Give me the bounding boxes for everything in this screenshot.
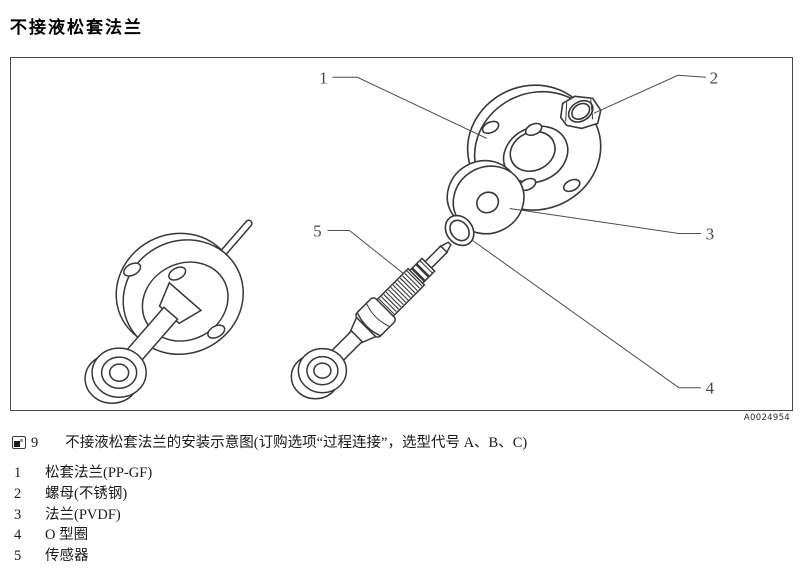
sensor-drawing: [290, 241, 452, 400]
legend-item: 3 法兰(PVDF): [14, 505, 152, 526]
figure-icon: [12, 436, 26, 449]
callout-5: 5: [313, 222, 322, 241]
figure-number: 9: [31, 435, 39, 451]
callout-2: 2: [710, 68, 719, 87]
figure-frame: 1 2 3 4 5: [10, 57, 793, 411]
legend-item-number: 3: [14, 506, 22, 523]
figure-code: A0024954: [743, 413, 790, 423]
figure-caption: 9 不接液松套法兰的安装示意图(订购选项“过程连接”，选型代号 A、B、C): [12, 433, 527, 453]
page-title: 不接液松套法兰: [10, 18, 143, 37]
technical-drawing: 1 2 3 4 5: [84, 68, 719, 404]
legend-item: 4 O 型圈: [14, 525, 152, 546]
assembled-sensor-drawing: [84, 219, 253, 404]
legend-item-label: O 型圈: [45, 527, 89, 544]
o-ring-drawing: [444, 214, 475, 247]
legend-item: 2 螺母(不锈钢): [14, 484, 152, 505]
legend-item-number: 5: [14, 548, 22, 565]
figure-caption-text: 不接液松套法兰的安装示意图(订购选项“过程连接”，选型代号 A、B、C): [65, 435, 528, 451]
legend-item: 5 传感器: [14, 546, 152, 567]
callout-4: 4: [706, 379, 715, 398]
legend-item-label: 松套法兰(PP-GF): [45, 465, 153, 481]
legend-item-label: 传感器: [45, 548, 89, 565]
legend-item-number: 4: [14, 527, 22, 544]
callout-3: 3: [706, 225, 715, 244]
nut-drawing: [559, 95, 602, 130]
legend-item-label: 螺母(不锈钢): [45, 485, 128, 502]
legend-list: 1 松套法兰(PP-GF) 2 螺母(不锈钢) 3 法兰(PVDF) 4 O 型…: [14, 463, 152, 567]
callout-1: 1: [319, 68, 328, 87]
legend-item-label: 法兰(PVDF): [45, 506, 121, 523]
legend-item-number: 2: [14, 485, 22, 502]
callout-leaders: [327, 74, 706, 389]
legend-item: 1 松套法兰(PP-GF): [14, 463, 152, 484]
legend-item-number: 1: [14, 465, 22, 481]
